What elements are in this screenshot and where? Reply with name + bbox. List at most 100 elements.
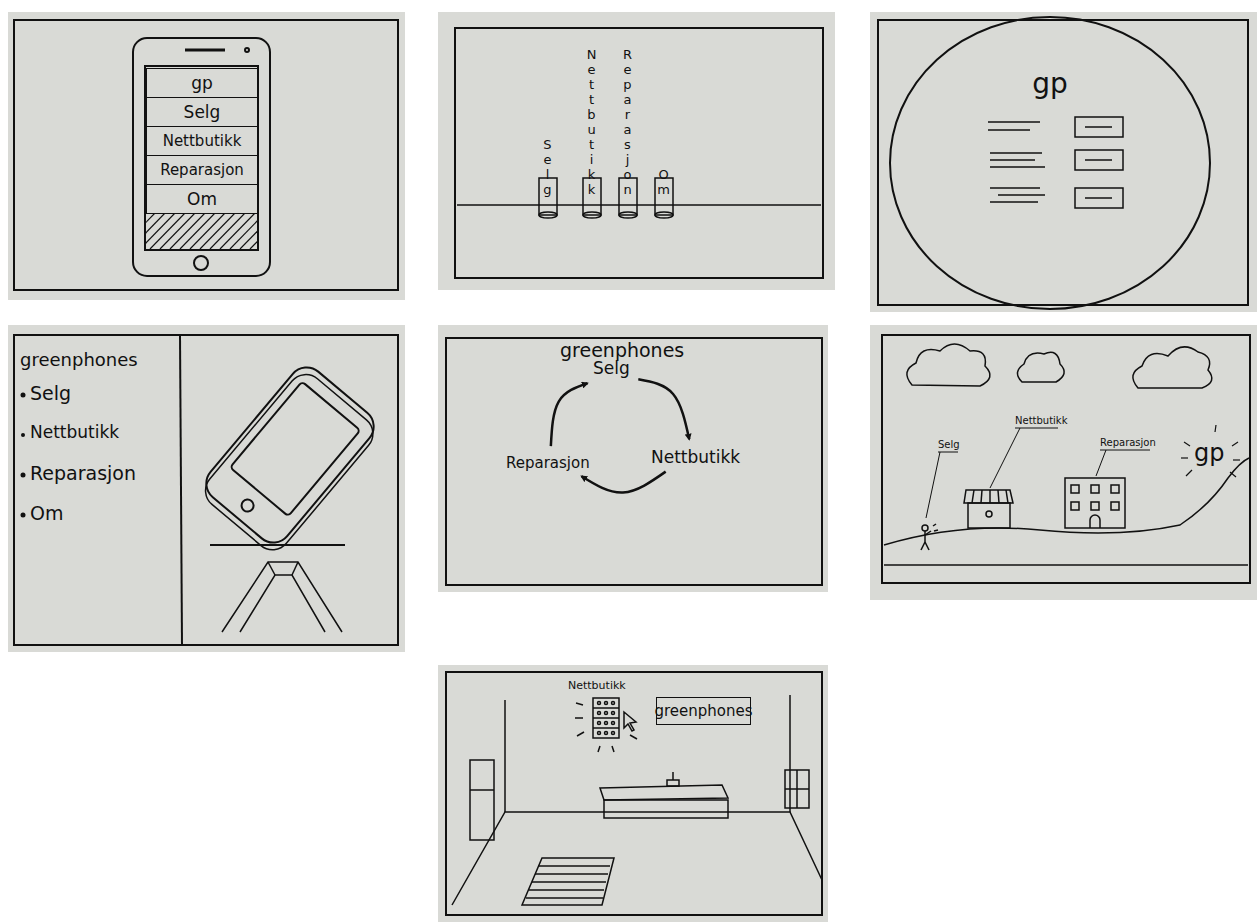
stick-figure (921, 524, 938, 550)
glow-rays (1233, 459, 1240, 460)
sketch-panel (438, 665, 828, 922)
phone-stand (210, 545, 345, 632)
placeholder-lines (998, 194, 1045, 196)
hatched-area (230, 213, 257, 249)
shop-building (989, 490, 991, 503)
scene-label: Reparasjon (1100, 437, 1156, 448)
shelf-icon (612, 722, 615, 725)
tilted-phone (198, 367, 380, 557)
shop-building (986, 511, 992, 517)
menu-word: Selg (541, 137, 554, 197)
room-sketch (529, 889, 604, 891)
panel-frame (14, 20, 398, 290)
sketch-panel (8, 325, 405, 652)
placeholder-lines (990, 152, 1042, 154)
cloud (1133, 347, 1212, 388)
menu-word: Reparasjon (621, 47, 634, 197)
shelf-icon (605, 712, 608, 715)
room-sketch (526, 897, 603, 899)
hatched-area (146, 213, 175, 249)
repair-building (1091, 502, 1099, 510)
panel-divider (180, 335, 182, 645)
landscape-ground (884, 458, 1249, 565)
shop-building (968, 503, 1010, 528)
pillar-sketch (655, 212, 673, 218)
logo-text: gp (1194, 440, 1224, 466)
stick-figure (924, 531, 926, 542)
sketch-panel (438, 12, 835, 290)
leader-line (1096, 450, 1106, 476)
room-sketch (522, 858, 614, 905)
room-sketch (452, 812, 822, 905)
site-title: greenphones (560, 340, 684, 361)
shelf-icon (598, 746, 600, 752)
sketch-panel (870, 12, 1257, 312)
panel-divider (180, 335, 182, 645)
stick-figure (933, 524, 936, 526)
node-text: Om (187, 189, 217, 209)
cloud (1017, 352, 1064, 382)
phone-stand (268, 562, 275, 575)
menu-row: Reparasjon (146, 155, 258, 185)
sketch-panel (8, 12, 1257, 922)
bullet-dot (21, 433, 25, 437)
placeholder-lines (988, 117, 1123, 208)
menu-word: Nettbutikk (585, 47, 598, 197)
phone-stand (210, 544, 345, 546)
glow-rays (1230, 472, 1236, 477)
shelf-icon (577, 732, 584, 736)
bullet-dot (21, 393, 26, 518)
shop-building (981, 490, 982, 503)
room-sketch (785, 770, 809, 808)
shelf-icon (624, 712, 636, 731)
hatched-area (190, 213, 225, 249)
node-text: Nettbutikk (163, 132, 242, 150)
menu-item: Selg (30, 383, 71, 404)
placeholder-lines (1085, 126, 1112, 128)
hatched-area (160, 213, 195, 249)
menu-item: Nettbutikk (30, 423, 119, 442)
phone-outline (185, 49, 225, 52)
glow-rays (1181, 457, 1188, 458)
landscape-ground (884, 564, 1248, 566)
shop-building (964, 490, 1013, 503)
hatched-area (150, 213, 185, 249)
placeholder-lines (990, 166, 1045, 168)
sketch-panel (8, 12, 405, 300)
pillar-sketch (619, 212, 637, 218)
room-sketch (604, 800, 728, 818)
logo-circle: gp (888, 15, 1212, 311)
phone-stand (292, 562, 298, 575)
leader-line (938, 452, 958, 453)
phone-outline (133, 38, 270, 276)
node-text: Selg (593, 358, 630, 378)
node-text: greenphones (654, 702, 752, 720)
room-sketch (535, 873, 608, 875)
room-sketch (504, 700, 506, 812)
shelf-icon (593, 698, 619, 738)
room-sketch (470, 789, 494, 791)
shelf-icon (575, 698, 637, 752)
shop-building (964, 490, 1013, 528)
shelf-icon (598, 722, 601, 725)
menu-item: Reparasjon (30, 463, 136, 484)
room-sketch (789, 695, 791, 812)
hatched-area (170, 213, 205, 249)
room-sketch (538, 865, 610, 867)
hatched-area (200, 213, 235, 249)
node-text: gp (191, 73, 213, 93)
banner-sign: greenphones (656, 697, 751, 725)
shelf-icon (612, 746, 614, 752)
cloud (907, 344, 990, 386)
shelf-icon (575, 717, 583, 719)
leader-line (1015, 428, 1058, 429)
room-sketch (672, 772, 674, 780)
room-sketch (785, 788, 809, 790)
shop-building (972, 490, 974, 503)
menu-word: Om (657, 167, 670, 197)
placeholder-lines (988, 121, 1040, 123)
tilted-phone (230, 382, 360, 517)
shelf-icon (605, 722, 608, 725)
shelf-icon (593, 727, 619, 729)
